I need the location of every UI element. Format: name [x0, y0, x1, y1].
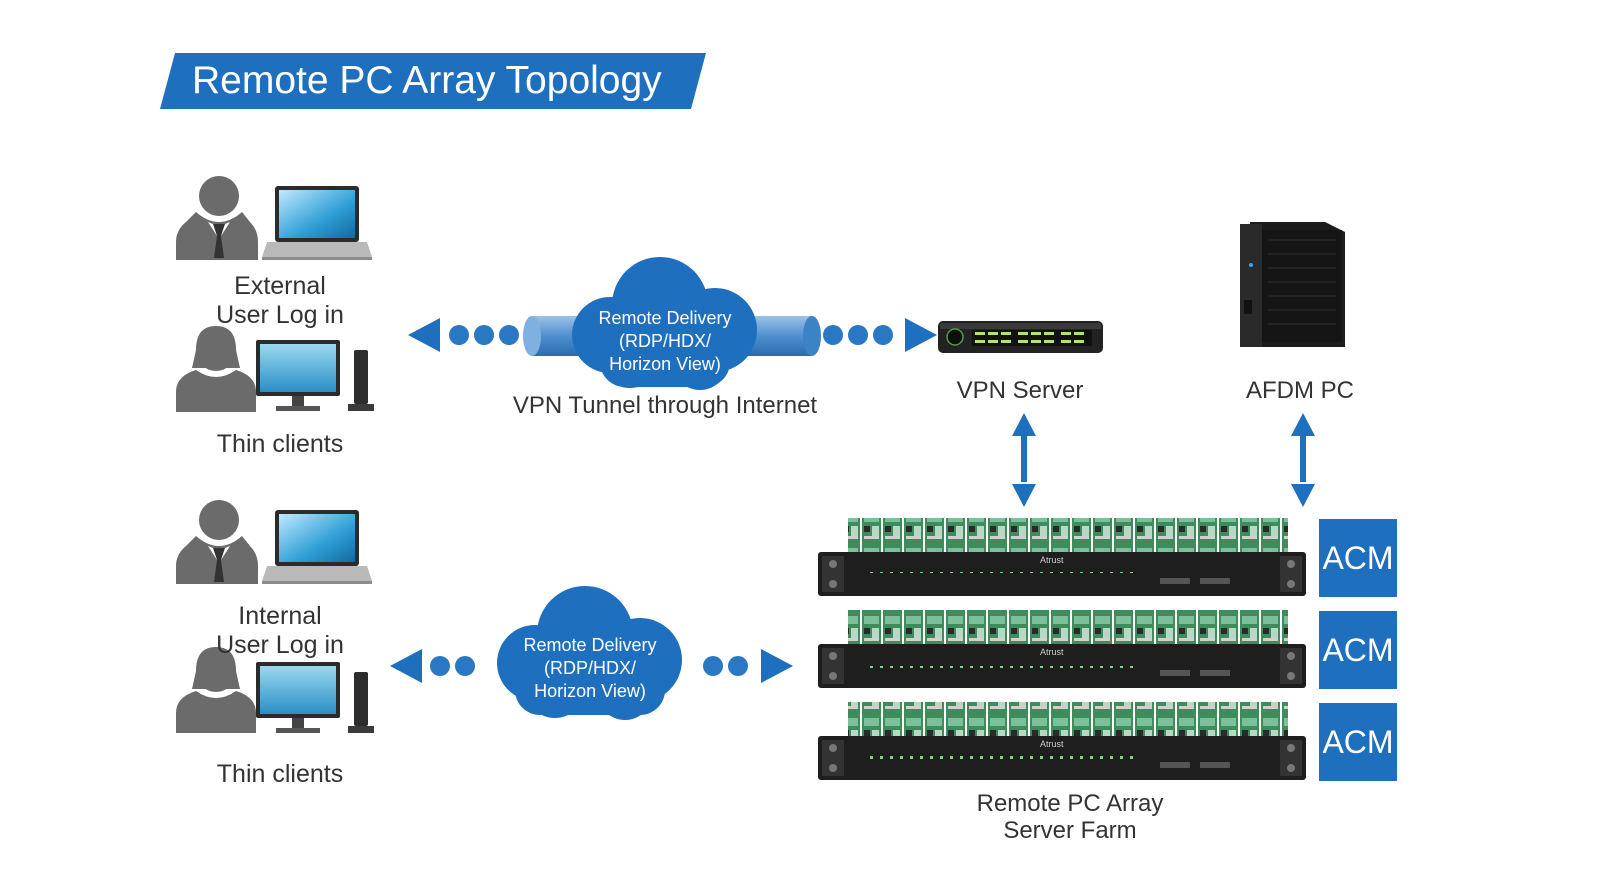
dot-icon: [455, 656, 475, 676]
thin-clients-label-bottom: Thin clients: [216, 760, 344, 788]
cloud-icon: [497, 586, 682, 720]
vpn-tunnel-label: VPN Tunnel through Internet: [512, 392, 818, 419]
double-arrow-vpn-icon: [1012, 413, 1036, 507]
acm-badge: ACM: [1319, 611, 1397, 689]
cloud-top-text: Remote Delivery (RDP/HDX/ Horizon View): [590, 307, 740, 376]
server-farm-line2: Server Farm: [1003, 817, 1137, 844]
female-user-icon: [176, 647, 256, 733]
server-farm-label: Remote PC Array Server Farm: [960, 790, 1180, 844]
monitor-icon: [256, 662, 340, 733]
cloud-bottom-line2: (RDP/HDX/: [543, 658, 636, 678]
vpn-server-device-icon: [938, 321, 1103, 353]
thin-client-box-icon: [348, 672, 374, 733]
server-chassis-3: [818, 702, 1306, 780]
dot-icon: [449, 325, 469, 345]
cloud-bottom-line3: Horizon View): [534, 681, 646, 701]
internal-label-line1: Internal: [238, 602, 322, 630]
cloud-top-line1: Remote Delivery: [598, 308, 732, 328]
acm-badge: ACM: [1319, 519, 1397, 597]
server-brand-1: Atrust: [1040, 555, 1064, 565]
internal-user-icon: [176, 500, 258, 584]
cloud-bottom-text: Remote Delivery (RDP/HDX/ Horizon View): [515, 634, 665, 703]
acm-badge: ACM: [1319, 703, 1397, 781]
external-label-line1: External: [234, 272, 326, 300]
server-chassis-2: [818, 610, 1306, 688]
laptop-icon: [262, 510, 372, 584]
server-brand-2: Atrust: [1040, 647, 1064, 657]
external-user-label: External User Log in: [200, 272, 360, 330]
internal-user-label: Internal User Log in: [200, 602, 360, 660]
arrow-left-icon: [390, 649, 422, 683]
external-label-line2: User Log in: [216, 301, 344, 329]
arrow-right-icon: [905, 318, 937, 352]
cloud-top-line3: Horizon View): [609, 354, 721, 374]
cloud-bottom-line1: Remote Delivery: [523, 635, 657, 655]
dot-icon: [848, 325, 868, 345]
internal-label-line2: User Log in: [216, 631, 344, 659]
double-arrow-afdm-icon: [1291, 413, 1315, 507]
external-user-icon: [176, 176, 258, 260]
dot-icon: [499, 325, 519, 345]
laptop-icon: [262, 186, 372, 260]
dot-icon: [873, 325, 893, 345]
cloud-icon: [572, 257, 757, 390]
dot-icon: [728, 656, 748, 676]
dot-icon: [703, 656, 723, 676]
afdm-pc-label: AFDM PC: [1246, 377, 1354, 404]
server-chassis-1: [818, 518, 1306, 596]
arrow-left-icon: [408, 318, 440, 352]
vpn-server-label: VPN Server: [956, 377, 1084, 404]
thin-client-box-icon: [348, 350, 374, 411]
female-user-icon: [176, 326, 256, 412]
monitor-icon: [256, 340, 340, 411]
afdm-pc-tower-icon: [1240, 222, 1345, 347]
server-brand-3: Atrust: [1040, 739, 1064, 749]
dot-icon: [430, 656, 450, 676]
thin-clients-label-top: Thin clients: [216, 430, 344, 458]
title-banner: [160, 53, 706, 109]
arrow-right-icon: [761, 649, 793, 683]
dot-icon: [474, 325, 494, 345]
server-farm-line1: Remote PC Array: [976, 790, 1164, 817]
cloud-top-line2: (RDP/HDX/: [618, 331, 711, 351]
dot-icon: [823, 325, 843, 345]
page-title: Remote PC Array Topology: [192, 59, 662, 102]
